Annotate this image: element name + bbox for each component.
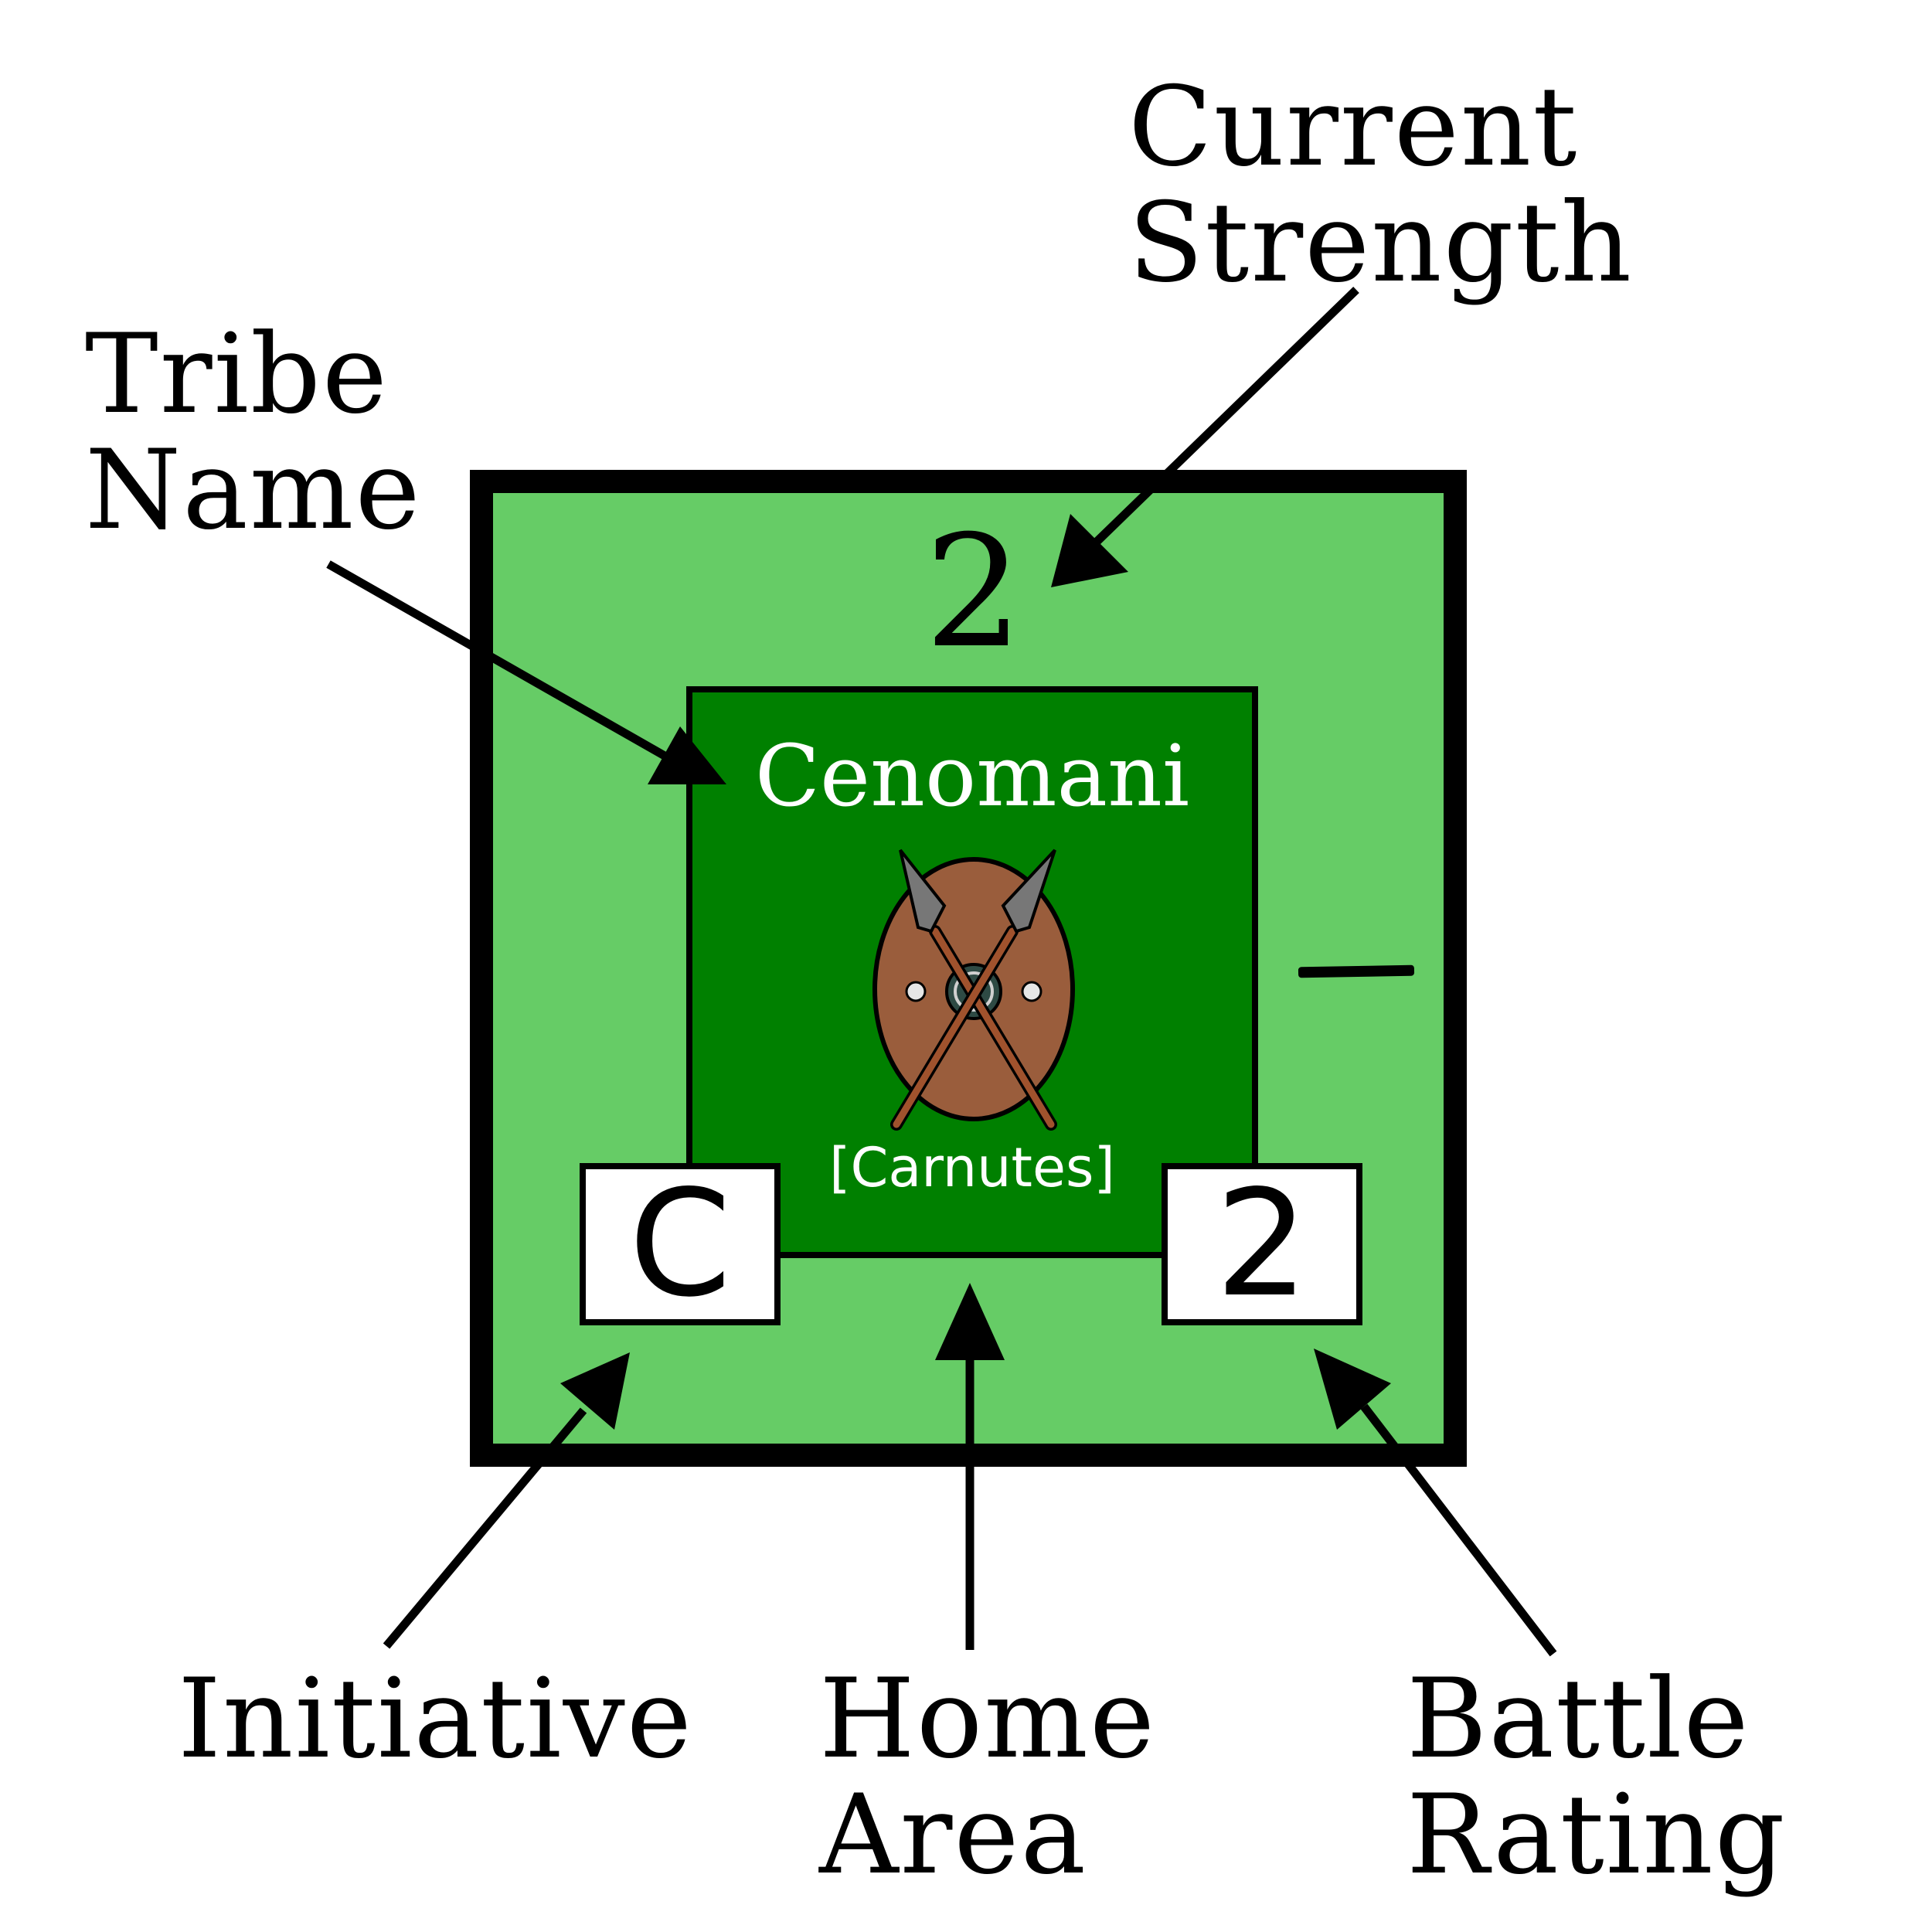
initiative-label: Initiative bbox=[178, 1655, 693, 1783]
battle-rating-arrow bbox=[1360, 1403, 1557, 1657]
tribe-name-label: Tribe Name bbox=[85, 311, 422, 554]
current-strength-value: 2 bbox=[924, 502, 1023, 682]
initiative-box: C bbox=[580, 1163, 781, 1325]
current-strength-label: Current Strength bbox=[1128, 63, 1634, 307]
initiative-value: C bbox=[628, 1158, 732, 1329]
tribe-name: Cenomani bbox=[754, 726, 1190, 825]
battle-rating-box: 2 bbox=[1162, 1163, 1362, 1325]
home-area: [Carnutes] bbox=[829, 1136, 1115, 1199]
battle-rating-value: 2 bbox=[1215, 1158, 1309, 1329]
current-strength-arrow bbox=[1090, 287, 1359, 548]
initiative-arrow bbox=[383, 1407, 587, 1649]
battle-rating-label: Battle Rating bbox=[1406, 1655, 1787, 1899]
tribe-name-arrow bbox=[326, 560, 667, 760]
home-area-label: Home Area bbox=[819, 1655, 1157, 1899]
